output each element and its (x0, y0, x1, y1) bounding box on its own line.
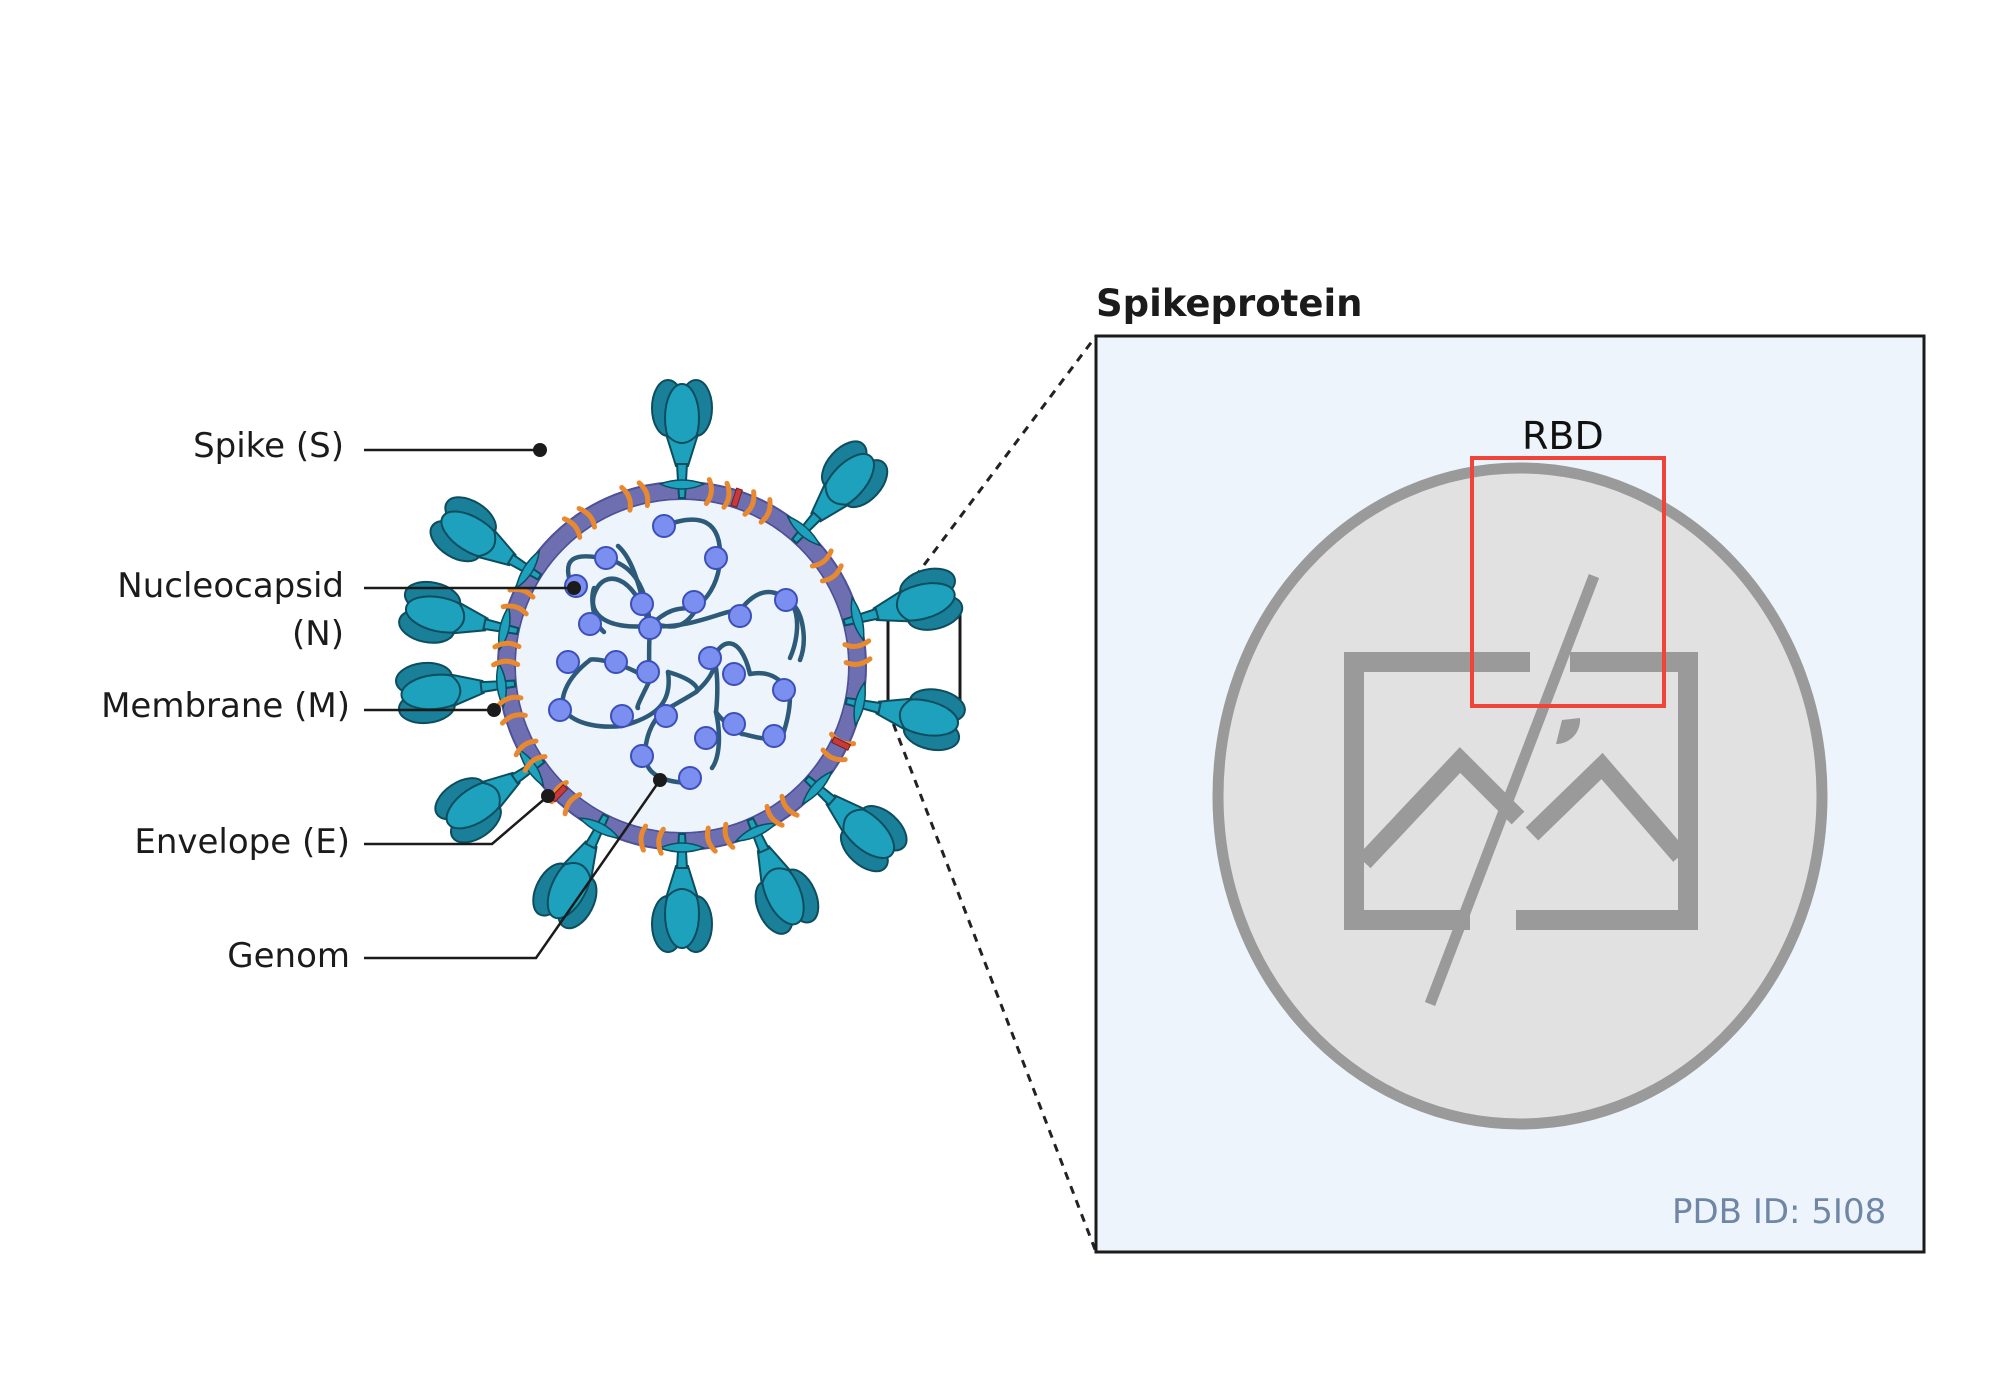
nucleocapsid-bead-17 (610, 704, 634, 728)
spike-stalk-11 (479, 661, 517, 709)
spike-stalks (479, 463, 882, 869)
spike-stalk-2 (658, 463, 706, 499)
membrane-protein-8 (764, 793, 800, 828)
spike-stalk-1 (506, 549, 543, 590)
spike-1 (429, 496, 517, 567)
nucleocapsid-bead-9 (774, 588, 798, 612)
label-nucleocapsid-line1: Nucleocapsid (117, 566, 344, 606)
nucleocapsid-bead-11 (604, 650, 628, 674)
membrane-protein-5 (809, 548, 844, 584)
label-nucleocapsid-line2: (N) (292, 614, 344, 654)
spike-12 (398, 580, 489, 644)
label-membrane: Membrane (M) (101, 686, 350, 726)
membrane-protein-2 (619, 480, 651, 513)
dot-membrane (487, 703, 501, 717)
membrane-protein-15 (500, 586, 536, 617)
nucleocapsid-bead-5 (630, 592, 654, 616)
spike-stalk-6 (801, 770, 837, 807)
inset-title: Spikeprotein (1096, 282, 1363, 325)
nucleocapsid-bead-7 (682, 590, 706, 614)
spike-9 (532, 840, 598, 930)
spike-proteins (395, 379, 966, 953)
nucleocapsid-bead-4 (594, 546, 618, 570)
spike-7 (754, 845, 820, 935)
nucleocapsid-bead-21 (722, 712, 746, 736)
nucleocapsid-bead-22 (762, 724, 786, 748)
dot-spike (533, 443, 547, 457)
leader-envelope (364, 795, 549, 846)
membrane-protein-3 (703, 477, 732, 510)
membrane-protein-13 (495, 694, 528, 726)
nucleocapsid-bead-16 (772, 678, 796, 702)
spike-8 (651, 865, 713, 953)
membrane-protein-1 (561, 506, 597, 540)
spike-2 (651, 379, 713, 467)
spike-stalk-5 (844, 680, 882, 728)
dot-nucleocapsid (567, 581, 581, 595)
membrane-protein-10 (638, 823, 666, 856)
membrane-proteins (491, 477, 873, 856)
leader-dots (487, 443, 667, 803)
rbd-box (1470, 456, 1666, 708)
nucleocapsid-bead-24 (638, 616, 662, 640)
spike-stalk-4 (842, 595, 880, 643)
spike-4 (872, 567, 964, 631)
spike-stalk-8 (658, 833, 706, 869)
nucleocapsid-bead-6 (578, 612, 602, 636)
broken-image-icon (1212, 462, 1828, 1130)
envelope-protein-2 (831, 736, 852, 751)
nucleocapsid-bead-15 (722, 662, 746, 686)
envelope-protein-1 (730, 487, 743, 508)
leader-lines (364, 448, 662, 960)
membrane-protein-4 (742, 489, 773, 525)
zoom-line-top (886, 335, 1098, 614)
spike-10 (434, 771, 521, 844)
spike-11 (395, 661, 485, 725)
spike-stalk-9 (577, 813, 621, 850)
zoom-line-bottom (886, 709, 1098, 1253)
dot-genome (653, 773, 667, 787)
nucleocapsid-bead-23 (556, 650, 580, 674)
nucleocapsid-bead-12 (636, 660, 660, 684)
spike-stalk-3 (786, 511, 823, 547)
spike-6 (825, 794, 908, 873)
nucleocapsid-bead-13 (698, 646, 722, 670)
membrane-protein-6 (842, 638, 873, 667)
nucleocapsid-bead-2 (704, 546, 728, 570)
leader-genome (364, 779, 662, 960)
nucleocapsid-bead-8 (728, 604, 752, 628)
nucleocapsid-bead-14 (654, 704, 678, 728)
rbd-label: RBD (1522, 414, 1604, 458)
membrane-protein-12 (513, 738, 548, 773)
spike-5 (875, 688, 966, 752)
nucleocapsid-bead-18 (630, 744, 654, 768)
spike-stalk-7 (734, 816, 778, 854)
spike-3 (810, 440, 889, 523)
label-genome: Genom (227, 936, 350, 976)
nucleocapsid-bead-10 (548, 698, 572, 722)
nucleocapsid-bead-1 (652, 514, 676, 538)
label-envelope: Envelope (E) (134, 822, 350, 862)
nucleocapsid-proteins (548, 514, 798, 790)
nucleocapsid-bead-20 (694, 726, 718, 750)
dot-envelope (541, 789, 555, 803)
label-spike: Spike (S) (193, 426, 344, 466)
membrane-protein-14 (491, 640, 522, 668)
nucleocapsid-bead-19 (678, 766, 702, 790)
pdb-id-label: PDB ID: 5I08 (1672, 1192, 1887, 1232)
membrane-protein-9 (704, 821, 736, 854)
